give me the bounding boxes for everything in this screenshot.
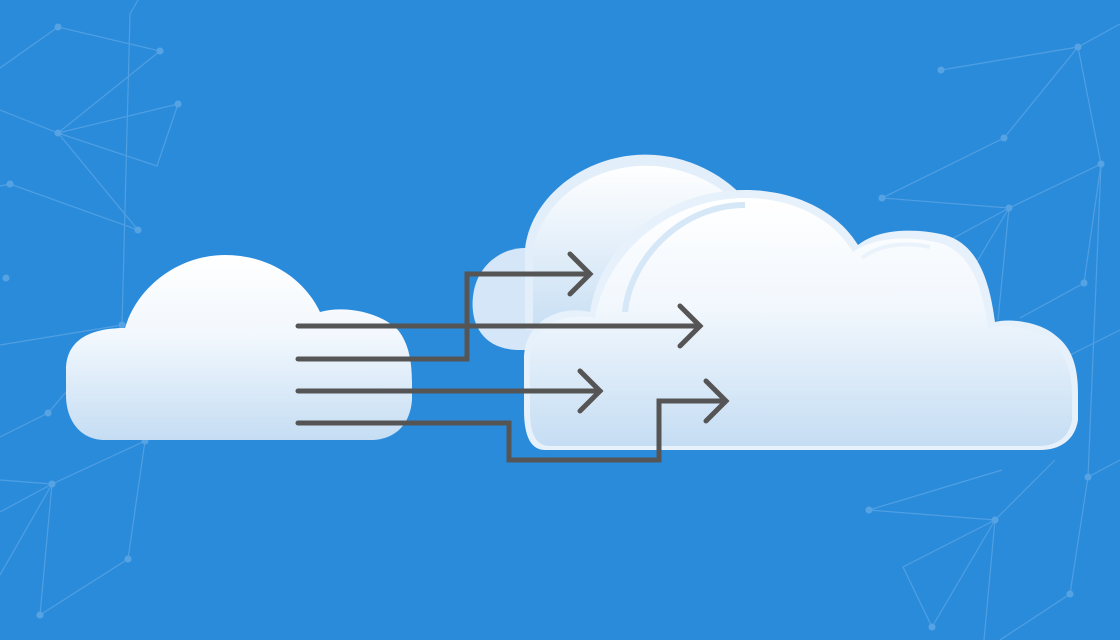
arrow-step-up <box>295 251 594 362</box>
network-nodes-left <box>2 23 182 619</box>
arrow-straight-short <box>295 368 604 414</box>
arrow-step-down <box>295 378 730 463</box>
migration-arrows <box>295 251 730 463</box>
network-nodes-right <box>865 43 1105 631</box>
arrow-straight-long <box>295 303 704 349</box>
small-cloud <box>66 255 412 440</box>
small-cloud-body <box>66 255 412 440</box>
large-cloud <box>472 154 1078 450</box>
